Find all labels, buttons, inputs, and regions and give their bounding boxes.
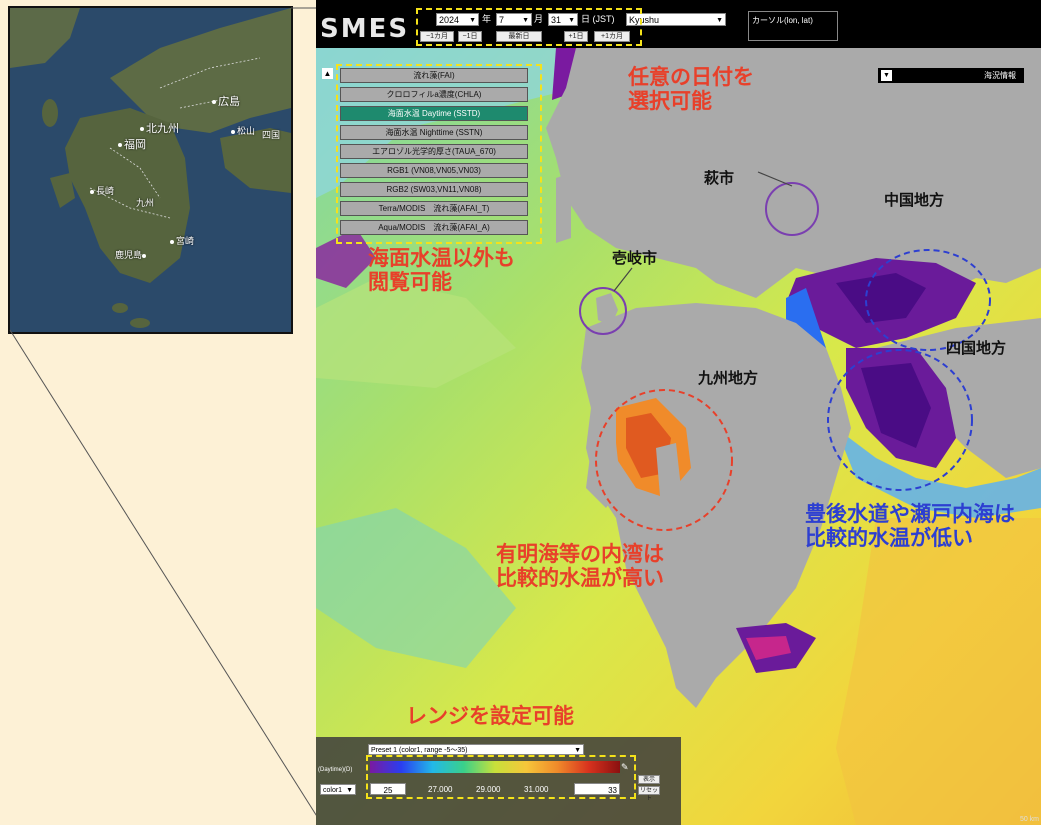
colorbar-side-label: (Daytime)(D) (318, 767, 353, 773)
place-label-kitakyushu: 北九州 (140, 120, 179, 136)
bungo-annotation: 豊後水道や瀬戸内海は比較的水温が低い (805, 503, 1015, 551)
colorbar-gradient (370, 761, 620, 773)
cursor-label: カーソル(lon, lat) (752, 16, 813, 25)
show-button[interactable]: 表示 (638, 775, 660, 784)
region-value: Kyushu (629, 15, 660, 25)
date-highlight-box (416, 8, 642, 46)
iki-label: 壱岐市 (612, 250, 658, 267)
layer-button[interactable]: 海面水温 Daytime (SSTD) (340, 106, 528, 121)
place-label-matsuyama: 松山 (231, 124, 255, 137)
month-unit-label: 月 (534, 14, 544, 24)
palette-value: color1 (323, 787, 343, 794)
minus-1-month-button[interactable]: −1カ月 (420, 31, 454, 42)
year-select[interactable]: 2024 ▼ (436, 13, 479, 26)
layer-button[interactable]: Terra/MODIS 流れ藻(AFAI_T) (340, 201, 528, 216)
layer-button[interactable]: エアロゾル光学的厚さ(TAUA_670) (340, 144, 528, 159)
layer-button[interactable]: RGB1 (VN08,VN05,VN03) (340, 163, 528, 178)
ariake-circle (595, 389, 733, 531)
iki-circle (579, 287, 627, 335)
day-value: 31 (551, 15, 562, 25)
inset-satellite-map: 広島 北九州 福岡 松山 四国 長崎 九州 宮崎 鹿児島 (8, 6, 293, 334)
palette-select[interactable]: color1▼ (320, 784, 356, 795)
day-select[interactable]: 31 ▼ (548, 13, 578, 26)
preset-value: Preset 1 (color1, range -5〜35) (371, 747, 468, 754)
sea-info-label: 海況情報 (984, 71, 1016, 80)
reset-button[interactable]: リセット (638, 786, 660, 802)
minus-1-day-button[interactable]: −1日 (458, 31, 482, 42)
chevron-down-icon: ▼ (346, 787, 353, 794)
seto-circle (865, 249, 991, 351)
month-select[interactable]: 7▼ (496, 13, 532, 26)
sst-map-app: SMES 2024▼ 年 7▼ 月 31▼ 日 (JST) Kyushu▼ −1… (316, 0, 1041, 825)
layer-button[interactable]: 流れ藻(FAI) (340, 68, 528, 83)
place-label-fukuoka: 福岡 (118, 136, 146, 152)
place-label-nagasaki: 長崎 (90, 184, 114, 197)
place-label-hiroshima: 広島 (212, 93, 240, 109)
chevron-down-icon: ▼ (469, 17, 476, 24)
scale-info: 50 km (1019, 816, 1039, 823)
tick-label: 27.000 (428, 785, 453, 794)
colorbar-panel: Preset 1 (color1, range -5〜35) ▼ (Daytime… (316, 737, 681, 825)
layer-highlight-box (336, 64, 542, 244)
hagi-label: 萩市 (704, 170, 735, 187)
year-value: 2024 (439, 15, 460, 25)
kyushu-label: 九州地方 (698, 370, 759, 387)
range-min-input[interactable]: 25 (370, 783, 406, 795)
layer-button[interactable]: 海面水温 Nighttime (SSTN) (340, 125, 528, 140)
place-label-miyazaki: 宮崎 (170, 234, 194, 247)
region-select[interactable]: Kyushu ▼ (626, 13, 726, 26)
place-label-kyushu: 九州 (136, 198, 155, 208)
range-highlight-box (366, 755, 636, 799)
month-value: 7 (499, 15, 505, 25)
layer-button[interactable]: RGB2 (SW03,VN11,VN08) (340, 182, 528, 197)
sst-map-canvas[interactable] (316, 48, 1041, 825)
chevron-down-icon: ▼ (568, 17, 575, 24)
range-setting-annotation: レンジを設定可能 (406, 705, 574, 728)
chevron-down-icon: ▼ (574, 747, 581, 754)
year-unit-label: 年 (482, 14, 492, 24)
plus-1-day-button[interactable]: +1日 (564, 31, 588, 42)
place-label-kagoshima: 鹿児島 (115, 248, 148, 261)
inset-map-graphic (10, 8, 291, 332)
menu-collapse-icon[interactable]: ▲ (322, 68, 333, 79)
chevron-down-icon: ▼ (522, 17, 529, 24)
shikoku-label: 四国地方 (946, 340, 1007, 357)
place-label-shikoku: 四国 (262, 130, 281, 140)
date-select-annotation: 任意の日付を選択可能 (628, 66, 754, 114)
hagi-circle (765, 182, 819, 236)
sea-info-button[interactable]: ▼ 海況情報 (878, 68, 1024, 83)
layer-button[interactable]: Aqua/MODIS 流れ藻(AFAI_A) (340, 220, 528, 235)
chevron-down-icon: ▼ (881, 70, 892, 81)
map-annotation-overlay (579, 171, 991, 531)
other-layers-annotation: 海面水温以外も閲覧可能 (368, 247, 515, 295)
preset-select[interactable]: Preset 1 (color1, range -5〜35) ▼ (368, 744, 584, 755)
chevron-down-icon: ▼ (716, 17, 723, 24)
day-unit-label: 日 (JST) (581, 14, 615, 24)
tick-label: 29.000 (476, 785, 501, 794)
chugoku-label: 中国地方 (884, 192, 945, 209)
inner-bay-annotation: 有明海等の内湾は比較的水温が高い (496, 543, 664, 591)
cursor-readout: カーソル(lon, lat) (748, 11, 838, 41)
range-max-input[interactable]: 33 (574, 783, 620, 795)
bungo-circle (827, 349, 973, 491)
app-logo: SMES (320, 14, 410, 44)
layer-button[interactable]: クロロフィルa濃度(CHLA) (340, 87, 528, 102)
plus-1-month-button[interactable]: +1カ月 (594, 31, 630, 42)
colorbar-marker-icon: ✎ (621, 762, 629, 772)
tick-label: 31.000 (524, 785, 549, 794)
latest-day-button[interactable]: 最新日 (496, 31, 542, 42)
zoom-connector-lines (9, 7, 319, 819)
